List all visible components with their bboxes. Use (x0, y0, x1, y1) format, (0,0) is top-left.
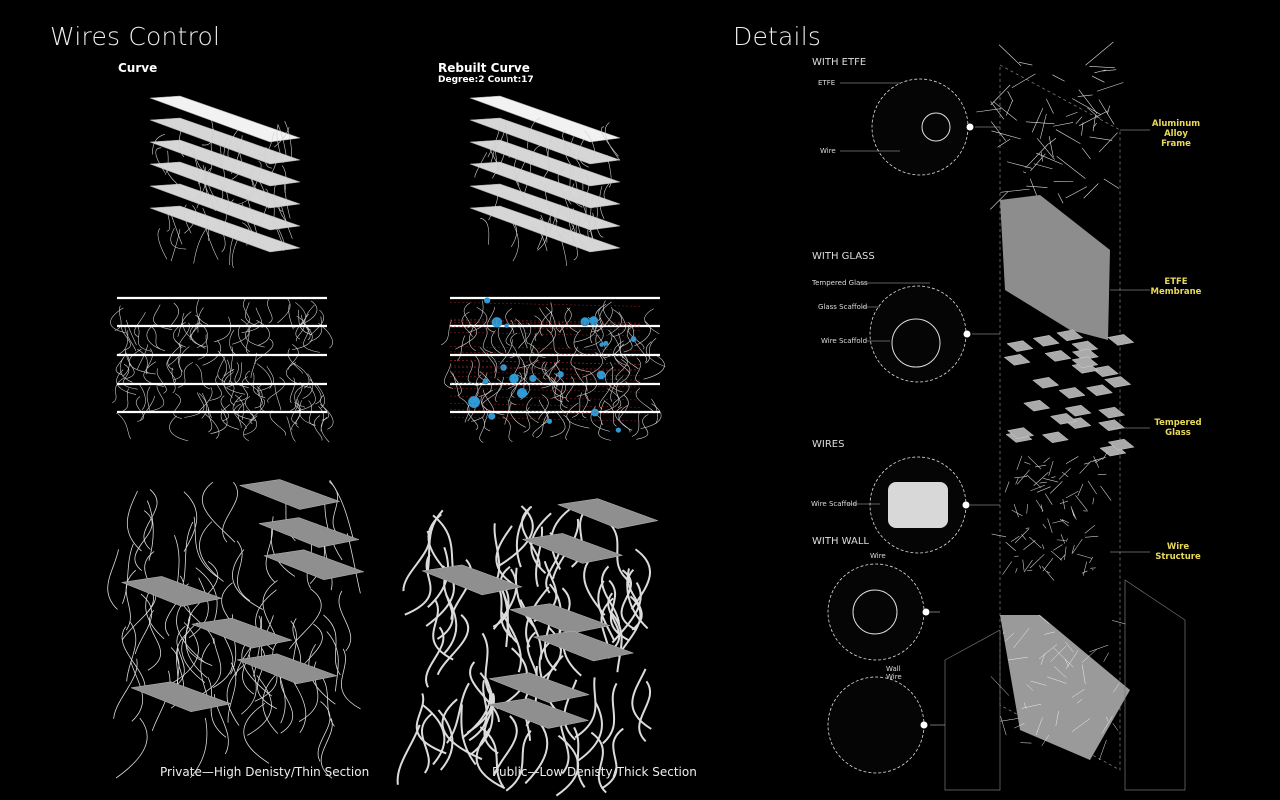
label-wire-scaffold-wires: Wire Scaffold (811, 500, 858, 508)
section-with-wall: WITH WALL (812, 536, 869, 547)
label-wire-scaffold-glass: Wire Scaffold (821, 337, 868, 345)
label-tempered-glass: Tempered Glass (812, 279, 868, 287)
curve-heading: Curve (118, 61, 158, 75)
wires-control-title: Wires Control (50, 22, 221, 51)
section-with-etfe: WITH ETFE (812, 57, 867, 68)
label-wire-wall-2: Wire (886, 673, 902, 681)
rebuilt-section-elevation (440, 296, 666, 443)
public-axonometric (396, 498, 659, 797)
rebuilt-curve-heading: Rebuilt Curve (438, 61, 530, 75)
label-wire-wall: Wire (870, 552, 886, 560)
label-wire-etfe: Wire (820, 147, 836, 155)
label-wall: Wall (886, 665, 901, 673)
details-title: Details (733, 22, 822, 51)
detail-circles (827, 78, 1000, 774)
section-wires: WIRES (812, 439, 845, 450)
public-caption: Public—Low Denisty/Thick Section (492, 765, 697, 779)
section-with-glass: WITH GLASS (812, 251, 875, 262)
rebuilt-curve-params: Degree:2 Count:17 (438, 75, 534, 85)
label-glass-scaffold: Glass Scaffold (818, 303, 868, 311)
curve-floor-stack (149, 95, 301, 269)
curve-section-elevation (110, 296, 334, 443)
label-etfe: ETFE (818, 79, 836, 87)
private-caption: Private—High Denisty/Thin Section (160, 765, 370, 779)
rebuilt-floor-stack (469, 95, 621, 267)
private-axonometric (107, 479, 365, 779)
exploded-tower (944, 41, 1186, 791)
